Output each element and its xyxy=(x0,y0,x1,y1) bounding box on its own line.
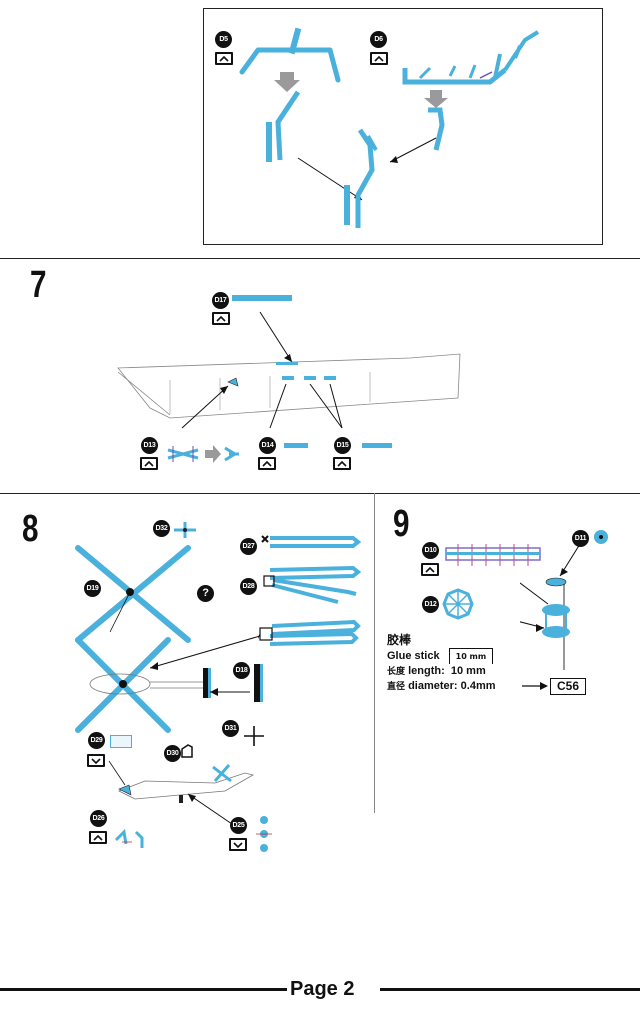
part-badge-d5: D5 xyxy=(215,31,232,48)
d25-part-illustration xyxy=(256,816,272,852)
d13-part-illustration xyxy=(167,445,239,463)
fold-up-icon xyxy=(212,312,230,325)
helicopter-side-view-illustration xyxy=(108,760,255,803)
c56-pointer-arrow xyxy=(522,682,548,690)
top-panel-top-border xyxy=(203,8,603,9)
footer-rule-left xyxy=(0,988,287,991)
step-number-7: 7 xyxy=(30,264,47,306)
d25-arrow xyxy=(187,793,233,825)
fold-up-icon xyxy=(140,457,158,470)
part-badge-d19: D19 xyxy=(84,580,101,597)
part-badge-d10: D10 xyxy=(422,542,439,559)
part-badge-d25: D25 xyxy=(230,817,247,834)
top-panel-right-border xyxy=(602,8,603,245)
step-number-8: 8 xyxy=(22,508,39,550)
d30-part-illustration xyxy=(181,744,193,758)
fold-up-icon xyxy=(215,52,233,65)
page-footer: Page 2 xyxy=(0,976,640,1002)
glue-stick-length-label: length: xyxy=(408,665,445,677)
glue-stick-length-value: 10 mm xyxy=(450,665,486,677)
part-badge-d31: D31 xyxy=(222,720,239,737)
top-panel-left-border xyxy=(203,8,204,245)
part-badge-d29: D29 xyxy=(88,732,105,749)
part-badge-d17: D17 xyxy=(212,292,229,309)
part-badge-d14: D14 xyxy=(259,437,276,454)
part-badge-d28: D28 xyxy=(240,578,257,595)
reference-code-box: C56 xyxy=(550,678,586,695)
footer-rule-right xyxy=(380,988,640,991)
part-badge-d11: D11 xyxy=(572,530,589,547)
d18-part xyxy=(254,664,261,702)
section-divider xyxy=(0,258,640,259)
reel-assembly-illustration xyxy=(520,543,581,670)
d29-windscreen-part xyxy=(110,735,132,748)
column-divider xyxy=(374,493,375,813)
rotor-blade-folding-illustration xyxy=(258,535,362,646)
part-badge-d26: D26 xyxy=(90,810,107,827)
glue-stick-length-cn: 长度 xyxy=(387,667,406,677)
helicopter-assembly-illustration xyxy=(75,637,211,733)
part-badge-d15: D15 xyxy=(334,437,351,454)
fold-up-icon xyxy=(258,457,276,470)
fold-down-icon xyxy=(229,838,247,851)
page-number-label: Page 2 xyxy=(290,978,355,1000)
d10-ladder-part-illustration xyxy=(445,544,541,566)
glue-stick-diameter-cn: 直径 xyxy=(387,682,406,692)
d6-bracket-part-illustration xyxy=(344,30,540,228)
assembly-arrows xyxy=(149,635,261,696)
part-badge-d12: D12 xyxy=(422,596,439,613)
part-badge-d30: D30 xyxy=(164,745,181,762)
tail-boom-illustration xyxy=(117,295,461,429)
part-badge-d32: D32 xyxy=(153,520,170,537)
fold-down-icon xyxy=(87,754,105,767)
top-panel-bottom-border xyxy=(203,244,603,245)
fold-up-icon xyxy=(370,52,388,65)
d15-part xyxy=(362,443,392,448)
part-badge-d27: D27 xyxy=(240,538,257,555)
fold-up-icon xyxy=(89,831,107,844)
part-badge-d6: D6 xyxy=(370,31,387,48)
d12-wheel-part-illustration xyxy=(442,588,474,620)
fold-up-icon xyxy=(421,563,439,576)
d14-part xyxy=(284,443,308,448)
d11-disc-part xyxy=(594,530,608,544)
question-mark-icon: ? xyxy=(197,585,214,602)
section-divider xyxy=(0,493,640,494)
glue-stick-title-en: Glue stick xyxy=(387,650,440,662)
glue-stick-diameter-value: 0.4mm xyxy=(460,680,496,692)
glue-stick-scale: 10 mm xyxy=(448,648,494,664)
main-rotor-illustration xyxy=(75,545,191,643)
d18-part-blue-edge xyxy=(260,664,263,702)
step-number-9: 9 xyxy=(393,503,410,545)
d31-tail-rotor-illustration xyxy=(244,726,264,746)
d5-bracket-part-illustration xyxy=(239,27,363,201)
d32-rotor-hub-illustration xyxy=(174,522,196,538)
glue-stick-title-cn: 胶棒 xyxy=(387,633,412,647)
glue-stick-spec: 胶棒 Glue stick 10 mm 长度 length: 10 mm 直径 … xyxy=(387,633,496,694)
part-badge-d18: D18 xyxy=(233,662,250,679)
d26-part-illustration xyxy=(114,828,144,848)
part-badge-d13: D13 xyxy=(141,437,158,454)
glue-stick-diameter-label: diameter: xyxy=(408,680,458,692)
fold-up-icon xyxy=(333,457,351,470)
